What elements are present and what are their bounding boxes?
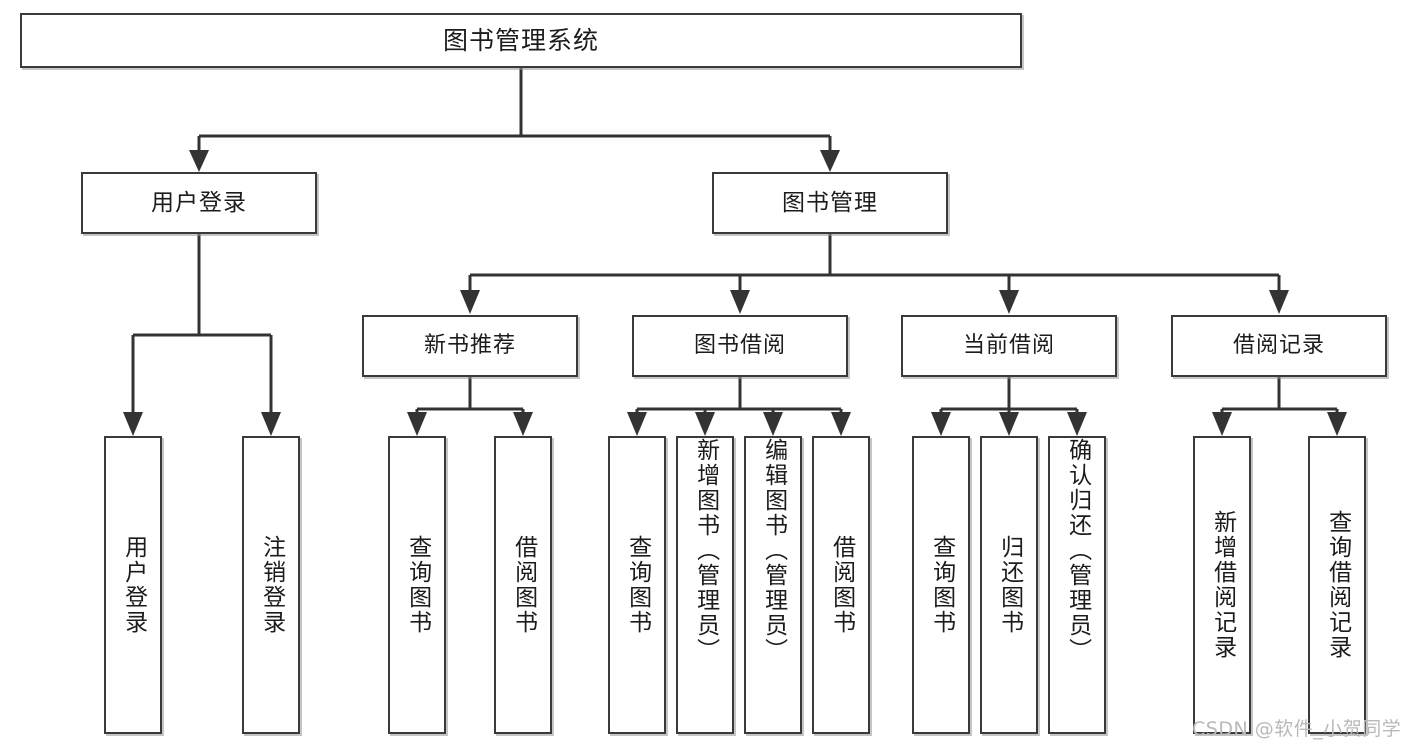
leaf-label: 查询图书 bbox=[404, 535, 431, 635]
node-label: 新书推荐 bbox=[423, 333, 516, 359]
leaf-new-book-query-book[interactable]: 查询图书 bbox=[388, 436, 446, 734]
leaf-new-book-borrow-book[interactable]: 借阅图书 bbox=[494, 436, 552, 734]
node-user-login[interactable]: 用户登录 bbox=[81, 172, 317, 234]
node-current-borrow[interactable]: 当前借阅 bbox=[901, 315, 1117, 377]
leaf-current-borrow-query-book[interactable]: 查询图书 bbox=[912, 436, 970, 734]
leaf-user-login-login[interactable]: 用户登录 bbox=[104, 436, 162, 734]
leaf-book-borrow-edit-book-admin[interactable]: 编辑图书（管理员） bbox=[744, 436, 802, 734]
leaf-label: 查询图书 bbox=[928, 535, 955, 635]
leaf-borrow-records-add-record[interactable]: 新增借阅记录 bbox=[1193, 436, 1251, 734]
leaf-label: 新增借阅记录 bbox=[1209, 510, 1236, 660]
node-label: 借阅记录 bbox=[1232, 333, 1325, 359]
node-borrow-records[interactable]: 借阅记录 bbox=[1171, 315, 1387, 377]
leaf-label: 查询图书 bbox=[624, 535, 651, 635]
node-root-book-management-system[interactable]: 图书管理系统 bbox=[20, 13, 1022, 68]
leaf-book-borrow-borrow-book[interactable]: 借阅图书 bbox=[812, 436, 870, 734]
node-book-borrow[interactable]: 图书借阅 bbox=[632, 315, 848, 377]
leaf-label: 新增图书（管理员） bbox=[692, 438, 719, 663]
leaf-label: 注销登录 bbox=[258, 535, 285, 635]
node-book-management[interactable]: 图书管理 bbox=[712, 172, 948, 234]
leaf-label: 借阅图书 bbox=[510, 535, 537, 635]
leaf-user-login-logout[interactable]: 注销登录 bbox=[242, 436, 300, 734]
node-label: 当前借阅 bbox=[962, 333, 1055, 359]
leaf-current-borrow-confirm-return-admin[interactable]: 确认归还（管理员） bbox=[1048, 436, 1106, 734]
leaf-label: 借阅图书 bbox=[828, 535, 855, 635]
node-label: 用户登录 bbox=[151, 189, 247, 216]
leaf-label: 归还图书 bbox=[996, 535, 1023, 635]
node-label: 图书借阅 bbox=[693, 333, 786, 359]
leaf-label: 用户登录 bbox=[120, 535, 147, 635]
leaf-current-borrow-return-book[interactable]: 归还图书 bbox=[980, 436, 1038, 734]
csdn-watermark: CSDN @软件_小贺同学 bbox=[1192, 718, 1402, 740]
node-label: 图书管理系统 bbox=[442, 25, 599, 55]
leaf-book-borrow-query-book[interactable]: 查询图书 bbox=[608, 436, 666, 734]
leaf-label: 编辑图书（管理员） bbox=[760, 438, 787, 663]
node-label: 图书管理 bbox=[782, 189, 878, 216]
leaf-borrow-records-query-record[interactable]: 查询借阅记录 bbox=[1308, 436, 1366, 734]
node-new-book-recommend[interactable]: 新书推荐 bbox=[362, 315, 578, 377]
leaf-label: 确认归还（管理员） bbox=[1064, 438, 1091, 663]
leaf-label: 查询借阅记录 bbox=[1324, 510, 1351, 660]
leaf-book-borrow-add-book-admin[interactable]: 新增图书（管理员） bbox=[676, 436, 734, 734]
